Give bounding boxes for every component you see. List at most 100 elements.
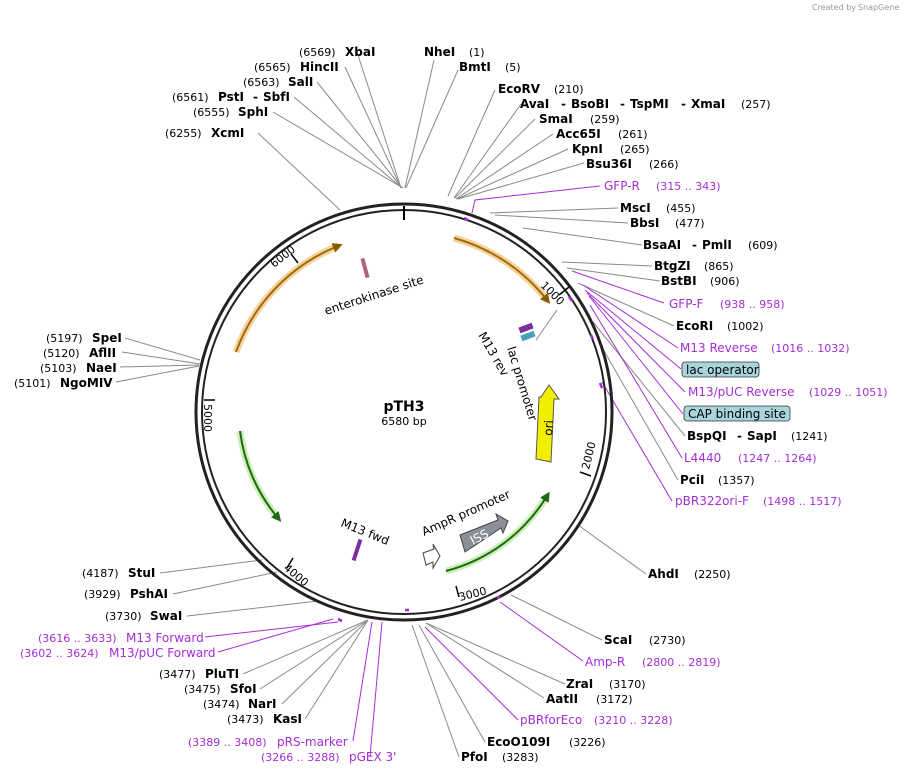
svg-text:(609): (609) — [748, 239, 778, 252]
svg-text:(5120): (5120) — [43, 347, 80, 360]
green-arc-left — [236, 430, 281, 521]
tick-5000: 5000 — [201, 404, 214, 432]
primer-m13-puc-forward: (3602 .. 3624) M13/pUC Forward — [20, 646, 216, 660]
site-scai: ScaI (2730) — [604, 633, 686, 647]
site-ecorv: EcoRV (210) — [498, 82, 584, 96]
svg-text:Amp-R: Amp-R — [585, 655, 625, 669]
svg-text:(265): (265) — [620, 143, 650, 156]
primer-m13-puc-reverse: M13/pUC Reverse (1029 .. 1051) — [688, 385, 888, 399]
site-bspqi-sapi: BspQI - SapI (1241) — [687, 429, 828, 443]
svg-text:lac operator: lac operator — [686, 363, 759, 377]
svg-text:(3283): (3283) — [502, 751, 539, 764]
orange-arc-left — [232, 242, 340, 354]
primer-amp-r: Amp-R (2800 .. 2819) — [585, 655, 721, 669]
svg-text:(3389 .. 3408): (3389 .. 3408) — [188, 736, 267, 749]
svg-text:EcoO109I: EcoO109I — [487, 735, 550, 749]
site-eco0109i: EcoO109I (3226) — [487, 735, 606, 749]
svg-text:EcoRV: EcoRV — [498, 82, 541, 96]
svg-text:StuI: StuI — [128, 566, 155, 580]
site-smai: SmaI (259) — [539, 112, 620, 126]
primer-l4440: L4440 (1247 .. 1264) — [684, 451, 817, 465]
lac-promoter-label: lac promoter — [504, 345, 540, 423]
feature-cap-binding-site: CAP binding site — [683, 405, 791, 422]
svg-text:(315 .. 343): (315 .. 343) — [656, 180, 721, 193]
svg-text:(257): (257) — [741, 98, 771, 111]
svg-text:(3730): (3730) — [105, 610, 142, 623]
primer-m13-forward: (3616 .. 3633) M13 Forward — [38, 631, 204, 645]
site-nari: (3474) NarI — [203, 697, 277, 711]
site-bbsi: BbsI (477) — [630, 216, 705, 230]
credit-text: Created by — [812, 3, 856, 12]
svg-text:(2250): (2250) — [694, 568, 731, 581]
svg-text:(2730): (2730) — [649, 634, 686, 647]
site-pcii: PciI (1357) — [680, 473, 755, 487]
enterokinase-label: enterokinase site — [323, 273, 426, 318]
svg-text:(1): (1) — [469, 46, 485, 59]
site-acc65i: Acc65I (261) — [556, 127, 648, 141]
primer-pgex-3: (3266 .. 3288) pGEX 3' — [261, 750, 396, 764]
svg-text:KpnI: KpnI — [572, 142, 603, 156]
svg-text:SalI: SalI — [288, 75, 313, 89]
svg-text:(6565): (6565) — [254, 61, 291, 74]
svg-text:(266): (266) — [649, 158, 679, 171]
svg-text:Bsu36I: Bsu36I — [586, 157, 632, 171]
svg-text:(6569): (6569) — [299, 46, 336, 59]
plasmid-size: 6580 bp — [381, 415, 426, 428]
svg-text:BtgZI: BtgZI — [654, 259, 691, 273]
svg-text:(1241): (1241) — [791, 430, 828, 443]
svg-text:AvaI: AvaI — [520, 97, 549, 111]
site-ngomiv: (5101) NgoMIV — [14, 376, 113, 390]
svg-text:SmaI: SmaI — [539, 112, 573, 126]
primer-prs-marker: (3389 .. 3408) pRS-marker — [188, 735, 348, 749]
svg-text:BstBI: BstBI — [661, 274, 697, 288]
svg-text:NgoMIV: NgoMIV — [60, 376, 113, 390]
tick-2000: 2000 — [579, 440, 598, 470]
site-spei: (5197) SpeI — [46, 331, 122, 345]
site-ahdi: AhdI (2250) — [648, 567, 731, 581]
svg-text:PshAI: PshAI — [130, 587, 168, 601]
site-sali: (6563) SalI — [243, 75, 313, 89]
svg-text:ZraI: ZraI — [566, 677, 593, 691]
lac-operator-feature — [520, 330, 536, 342]
svg-text:(3170): (3170) — [609, 678, 646, 691]
primer-m13-reverse: M13 Reverse (1016 .. 1032) — [680, 341, 850, 355]
svg-text:(455): (455) — [666, 202, 696, 215]
site-aatii: AatII (3172) — [546, 692, 633, 706]
site-stui: (4187) StuI — [82, 566, 155, 580]
svg-text:(259): (259) — [590, 113, 620, 126]
svg-text:(5197): (5197) — [46, 332, 83, 345]
svg-text:PluTI: PluTI — [205, 667, 239, 681]
site-xcmi: (6255) XcmI — [165, 126, 244, 140]
svg-text:PmlI: PmlI — [702, 238, 732, 252]
svg-text:-: - — [620, 97, 625, 111]
site-naei: (5103) NaeI — [40, 361, 117, 375]
svg-text:(6561): (6561) — [172, 91, 209, 104]
svg-text:NheI: NheI — [424, 45, 455, 59]
plasmid-name: pTH3 — [383, 399, 424, 415]
svg-text:AatII: AatII — [546, 692, 578, 706]
svg-text:(3477): (3477) — [159, 668, 196, 681]
svg-text:(261): (261) — [618, 128, 648, 141]
site-sfoi: (3475) SfoI — [184, 682, 257, 696]
svg-text:GFP-R: GFP-R — [604, 179, 640, 193]
svg-text:SpeI: SpeI — [92, 331, 122, 345]
svg-text:(3616 .. 3633): (3616 .. 3633) — [38, 632, 117, 645]
primer-pbr322ori-f: pBR322ori-F (1498 .. 1517) — [675, 494, 842, 508]
svg-text:(906): (906) — [710, 275, 740, 288]
svg-text:NaeI: NaeI — [86, 361, 117, 375]
site-aflii: (5120) AflII — [43, 346, 116, 360]
svg-text:M13 Reverse: M13 Reverse — [680, 341, 758, 355]
primer-gfp-r: GFP-R (315 .. 343) — [604, 179, 721, 193]
feature-lac-operator: lac operator — [681, 361, 760, 378]
site-psti-sbfi: (6561) PstI - SbfI — [172, 90, 290, 104]
svg-text:-: - — [561, 97, 566, 111]
svg-text:KasI: KasI — [273, 712, 302, 726]
site-bstbi: BstBI (906) — [661, 274, 740, 288]
svg-text:MscI: MscI — [620, 201, 651, 215]
site-ecori: EcoRI (1002) — [676, 319, 764, 333]
svg-text:(5): (5) — [505, 61, 521, 74]
backbone-outer — [194, 202, 614, 622]
svg-text:(5101): (5101) — [14, 377, 51, 390]
site-bsaai-pmli: BsaAI - PmlI (609) — [643, 238, 778, 252]
